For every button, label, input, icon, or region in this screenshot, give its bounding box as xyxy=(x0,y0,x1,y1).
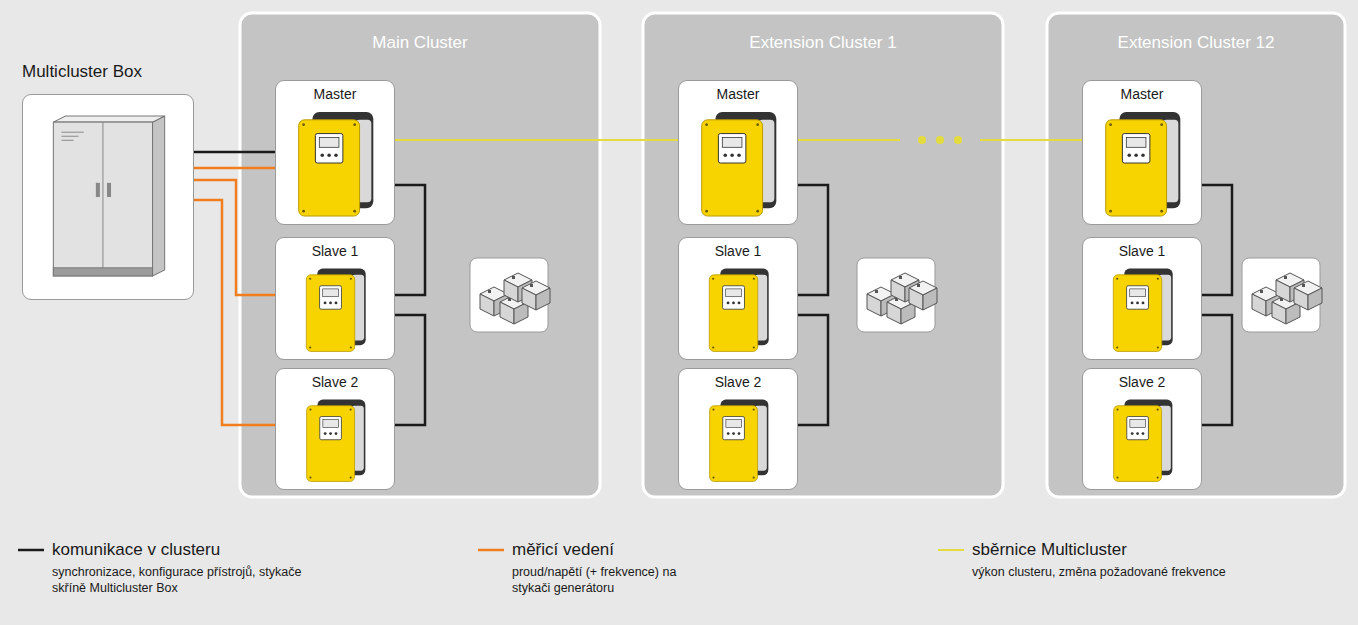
measuring-line xyxy=(194,200,275,425)
inverter-box: Slave 1 xyxy=(678,237,798,360)
cluster-communication xyxy=(194,151,275,154)
inverter-illustration xyxy=(290,267,382,353)
inverter-box: Slave 2 xyxy=(678,368,798,490)
cluster-title: Extension Cluster 12 xyxy=(1047,13,1345,53)
inverter-illustration xyxy=(1097,267,1189,353)
continuation-dot xyxy=(936,136,944,144)
device-label: Master xyxy=(276,81,394,102)
cluster-panel: Extension Cluster 1 MasterSlave 1 Slave 2 xyxy=(643,13,1003,497)
inverter-box: Master xyxy=(275,80,395,225)
legend-description: výkon clusteru, změna požadované frekven… xyxy=(972,564,1342,580)
cluster-communication xyxy=(395,185,425,295)
cluster-communication xyxy=(1202,315,1232,425)
legend-entry: komunikace v clusteru xyxy=(18,540,220,560)
device-label: Master xyxy=(1083,81,1201,102)
multicluster-box: Multicluster Box xyxy=(22,62,194,300)
inverter-box: Master xyxy=(678,80,798,225)
device-label: Slave 1 xyxy=(1083,238,1201,259)
continuation-dot xyxy=(954,136,962,144)
measuring-line xyxy=(194,180,275,295)
device-label: Slave 1 xyxy=(276,238,394,259)
cabinet-illustration xyxy=(23,95,193,299)
device-label: Slave 2 xyxy=(1083,369,1201,390)
inverter-illustration xyxy=(290,398,382,483)
multicluster-bus xyxy=(395,139,678,141)
inverter-illustration xyxy=(1097,398,1189,483)
device-label: Slave 2 xyxy=(276,369,394,390)
legend-text: sběrnice Multicluster xyxy=(972,540,1127,560)
cluster-ground xyxy=(1047,13,1345,497)
device-label: Master xyxy=(679,81,797,102)
legend-entry: měřicí vedení xyxy=(478,540,614,560)
inverter-box: Slave 1 xyxy=(1082,237,1202,360)
battery-icon xyxy=(1242,258,1322,332)
cluster-panel: Extension Cluster 12 MasterSlave 1 Slave 2 xyxy=(1047,13,1345,497)
inverter-illustration xyxy=(693,110,785,218)
cluster-communication xyxy=(395,315,425,425)
cluster-title: Extension Cluster 1 xyxy=(643,13,1003,53)
cluster-communication xyxy=(798,185,828,295)
cluster-ground xyxy=(240,13,600,497)
inverter-box: Slave 1 xyxy=(275,237,395,360)
inverter-illustration xyxy=(1097,110,1189,218)
device-label: Slave 1 xyxy=(679,238,797,259)
cluster-title: Main Cluster xyxy=(240,13,600,53)
inverter-illustration xyxy=(693,398,785,483)
cluster-ground xyxy=(643,13,1003,497)
battery-icon xyxy=(470,258,550,332)
inverter-box: Slave 2 xyxy=(275,368,395,490)
legend-description: synchronizace, konfigurace přístrojů, st… xyxy=(52,564,302,597)
legend-text: komunikace v clusteru xyxy=(52,540,220,560)
battery-icon xyxy=(857,258,937,332)
measuring-line xyxy=(194,167,275,170)
box-heading: Multicluster Box xyxy=(22,62,194,82)
inverter-box: Master xyxy=(1082,80,1202,225)
legend-description: proud/napětí (+ frekvence) na stykači ge… xyxy=(512,564,692,597)
legend-line-sample xyxy=(18,540,44,560)
legend-line-sample xyxy=(478,540,504,560)
device-label: Slave 2 xyxy=(679,369,797,390)
continuation-dot xyxy=(918,136,926,144)
cluster-communication xyxy=(798,315,828,425)
inverter-illustration xyxy=(290,110,382,218)
legend-entry: sběrnice Multicluster xyxy=(938,540,1127,560)
cluster-communication xyxy=(1202,185,1232,295)
inverter-box: Slave 2 xyxy=(1082,368,1202,490)
cabinet-panel xyxy=(22,94,194,300)
inverter-illustration xyxy=(693,267,785,353)
legend-line-sample xyxy=(938,540,964,560)
legend-text: měřicí vedení xyxy=(512,540,614,560)
cluster-panel: Main ClusterMasterSlave 1 Slave 2 xyxy=(240,13,600,497)
